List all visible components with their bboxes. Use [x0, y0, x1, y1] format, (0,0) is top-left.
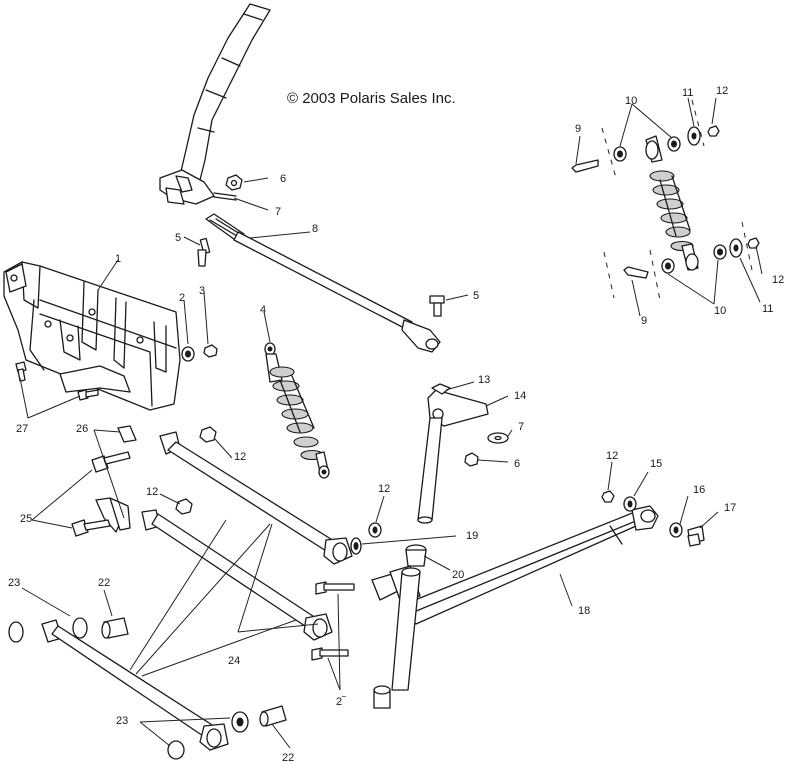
callout-9b: 9 [641, 315, 647, 327]
callout-23b: 23 [116, 715, 128, 727]
centerline [649, 249, 661, 301]
part-17-bolt [687, 525, 705, 547]
callout-12e: 12 [378, 483, 390, 495]
callout-9a: 9 [575, 123, 581, 135]
part-7-washer [487, 432, 509, 444]
part-3-nut [203, 344, 218, 358]
callout-11b: 11 [762, 303, 773, 315]
callout-19: 19 [466, 530, 478, 542]
callout-2: 2 [179, 292, 185, 304]
steering-post [159, 3, 271, 205]
callout-11a: 11 [682, 87, 693, 99]
callout-7b: 7 [518, 421, 524, 433]
part-22-sleeves [101, 617, 287, 727]
callout-27: 27 [16, 423, 28, 435]
leader-lines [19, 97, 763, 749]
part-16-washer [669, 522, 683, 538]
callout-7a: 7 [275, 206, 281, 218]
part-23-bushings [8, 617, 249, 760]
part-2-spacer [181, 346, 195, 362]
callout-13: 13 [478, 374, 490, 386]
part-lower-a-arm [141, 509, 333, 641]
part-6-nut-upper [225, 174, 243, 191]
part-12-nut-a [199, 426, 217, 443]
callout-12c: 12 [234, 451, 246, 463]
callout-5a: 5 [175, 232, 181, 244]
copyright-notice: © 2003 Polaris Sales Inc. [287, 90, 456, 107]
part-27-bolts [15, 361, 99, 401]
callout-20: 20 [452, 569, 464, 581]
part-5-bolt-left [197, 237, 211, 267]
callout-12b: 12 [772, 274, 784, 286]
part-bushing-bottom [373, 685, 391, 709]
centerline [741, 221, 753, 271]
part-12-nut-mid [368, 522, 382, 538]
callout-1: 1 [115, 253, 121, 265]
part-13-bolt [431, 383, 451, 395]
part-11-washers [687, 126, 743, 258]
callout-21: 2‾ [336, 696, 347, 708]
part-lower-control-arm [41, 619, 229, 751]
callout-22b: 22 [282, 752, 294, 761]
part-9-pins [571, 159, 649, 279]
callout-5b: 5 [473, 290, 479, 302]
callout-4: 4 [260, 304, 266, 316]
centerline [691, 99, 705, 147]
part-10-bushings [613, 136, 727, 274]
callout-3: 3 [199, 285, 205, 297]
callout-12d: 12 [146, 486, 158, 498]
callout-labels: 1 2 3 4 5 5 6 6 7 7 8 9 9 10 10 11 11 12… [8, 85, 784, 761]
part-12-nut-right [601, 490, 615, 503]
centerline [603, 251, 615, 299]
callout-17: 17 [724, 502, 736, 514]
part-14-steering-arm [417, 389, 489, 524]
part-12-nuts-right [707, 125, 760, 249]
part-7-cotter [213, 192, 237, 201]
callout-12f: 12 [606, 450, 618, 462]
part-12-nut-b [175, 498, 193, 515]
callout-18: 18 [578, 605, 590, 617]
callout-26: 26 [76, 423, 88, 435]
part-upper-a-arm [159, 431, 353, 565]
part-20-spindle-post [391, 544, 427, 691]
callout-10b: 10 [714, 305, 726, 317]
part-shock-right [645, 135, 699, 271]
callout-6a: 6 [280, 173, 286, 185]
part-6-nut-lower [464, 452, 479, 467]
callout-6b: 6 [514, 458, 520, 470]
part-5-bolt-right [429, 295, 445, 317]
callout-12a: 12 [716, 85, 728, 97]
callout-8: 8 [312, 223, 318, 235]
part-26-brackets [95, 425, 137, 533]
callout-23a: 23 [8, 577, 20, 589]
part-8-tie-rod [205, 213, 441, 353]
part-1-frame-bracket [3, 261, 181, 411]
callout-24: 24 [228, 655, 240, 667]
callout-14: 14 [514, 390, 526, 402]
callout-16: 16 [693, 484, 705, 496]
part-19-bushing [350, 537, 362, 555]
part-4-shock-left [264, 342, 330, 479]
callout-25: 25 [20, 513, 32, 525]
callout-15: 15 [650, 458, 662, 470]
part-15-nut [623, 496, 637, 512]
callout-22a: 22 [98, 577, 110, 589]
callout-10a: 10 [625, 95, 637, 107]
centerline [601, 127, 617, 179]
